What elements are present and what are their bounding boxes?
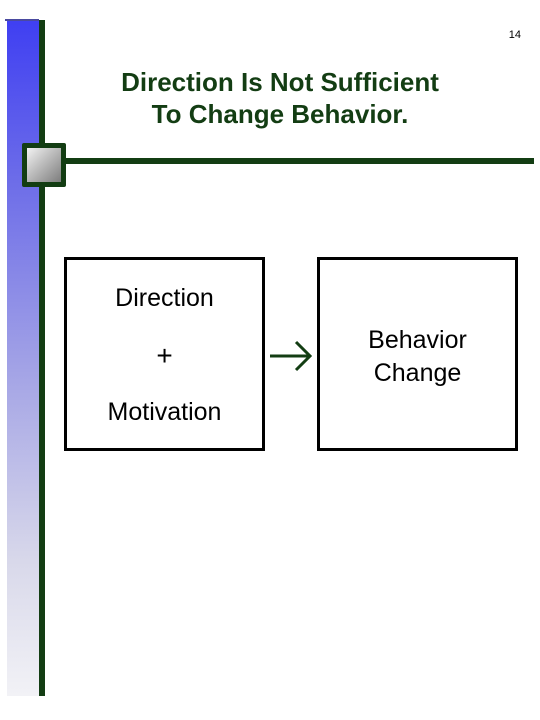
square-bullet-icon: [22, 143, 66, 187]
plus-operator: +: [156, 340, 173, 371]
title-line-2: To Change Behavior.: [151, 99, 409, 129]
slide-title: Direction Is Not Sufficient To Change Be…: [80, 66, 480, 130]
direction-label: Direction: [115, 284, 214, 312]
vertical-rule: [39, 20, 45, 696]
page-number: 14: [508, 29, 521, 41]
side-gradient-band: [7, 20, 39, 696]
motivation-label: Motivation: [107, 398, 222, 426]
behavior-change-label: Behavior Change: [320, 324, 515, 390]
behavior-label: Behavior: [368, 326, 467, 354]
title-line-1: Direction Is Not Sufficient: [121, 67, 439, 97]
right-arrow-icon: [270, 340, 313, 372]
horizontal-rule: [62, 158, 534, 164]
change-label: Change: [373, 359, 462, 387]
band-top-rule: [5, 19, 39, 21]
direction-motivation-box: Direction + Motivation: [64, 257, 265, 451]
behavior-change-box: Behavior Change: [317, 257, 518, 451]
